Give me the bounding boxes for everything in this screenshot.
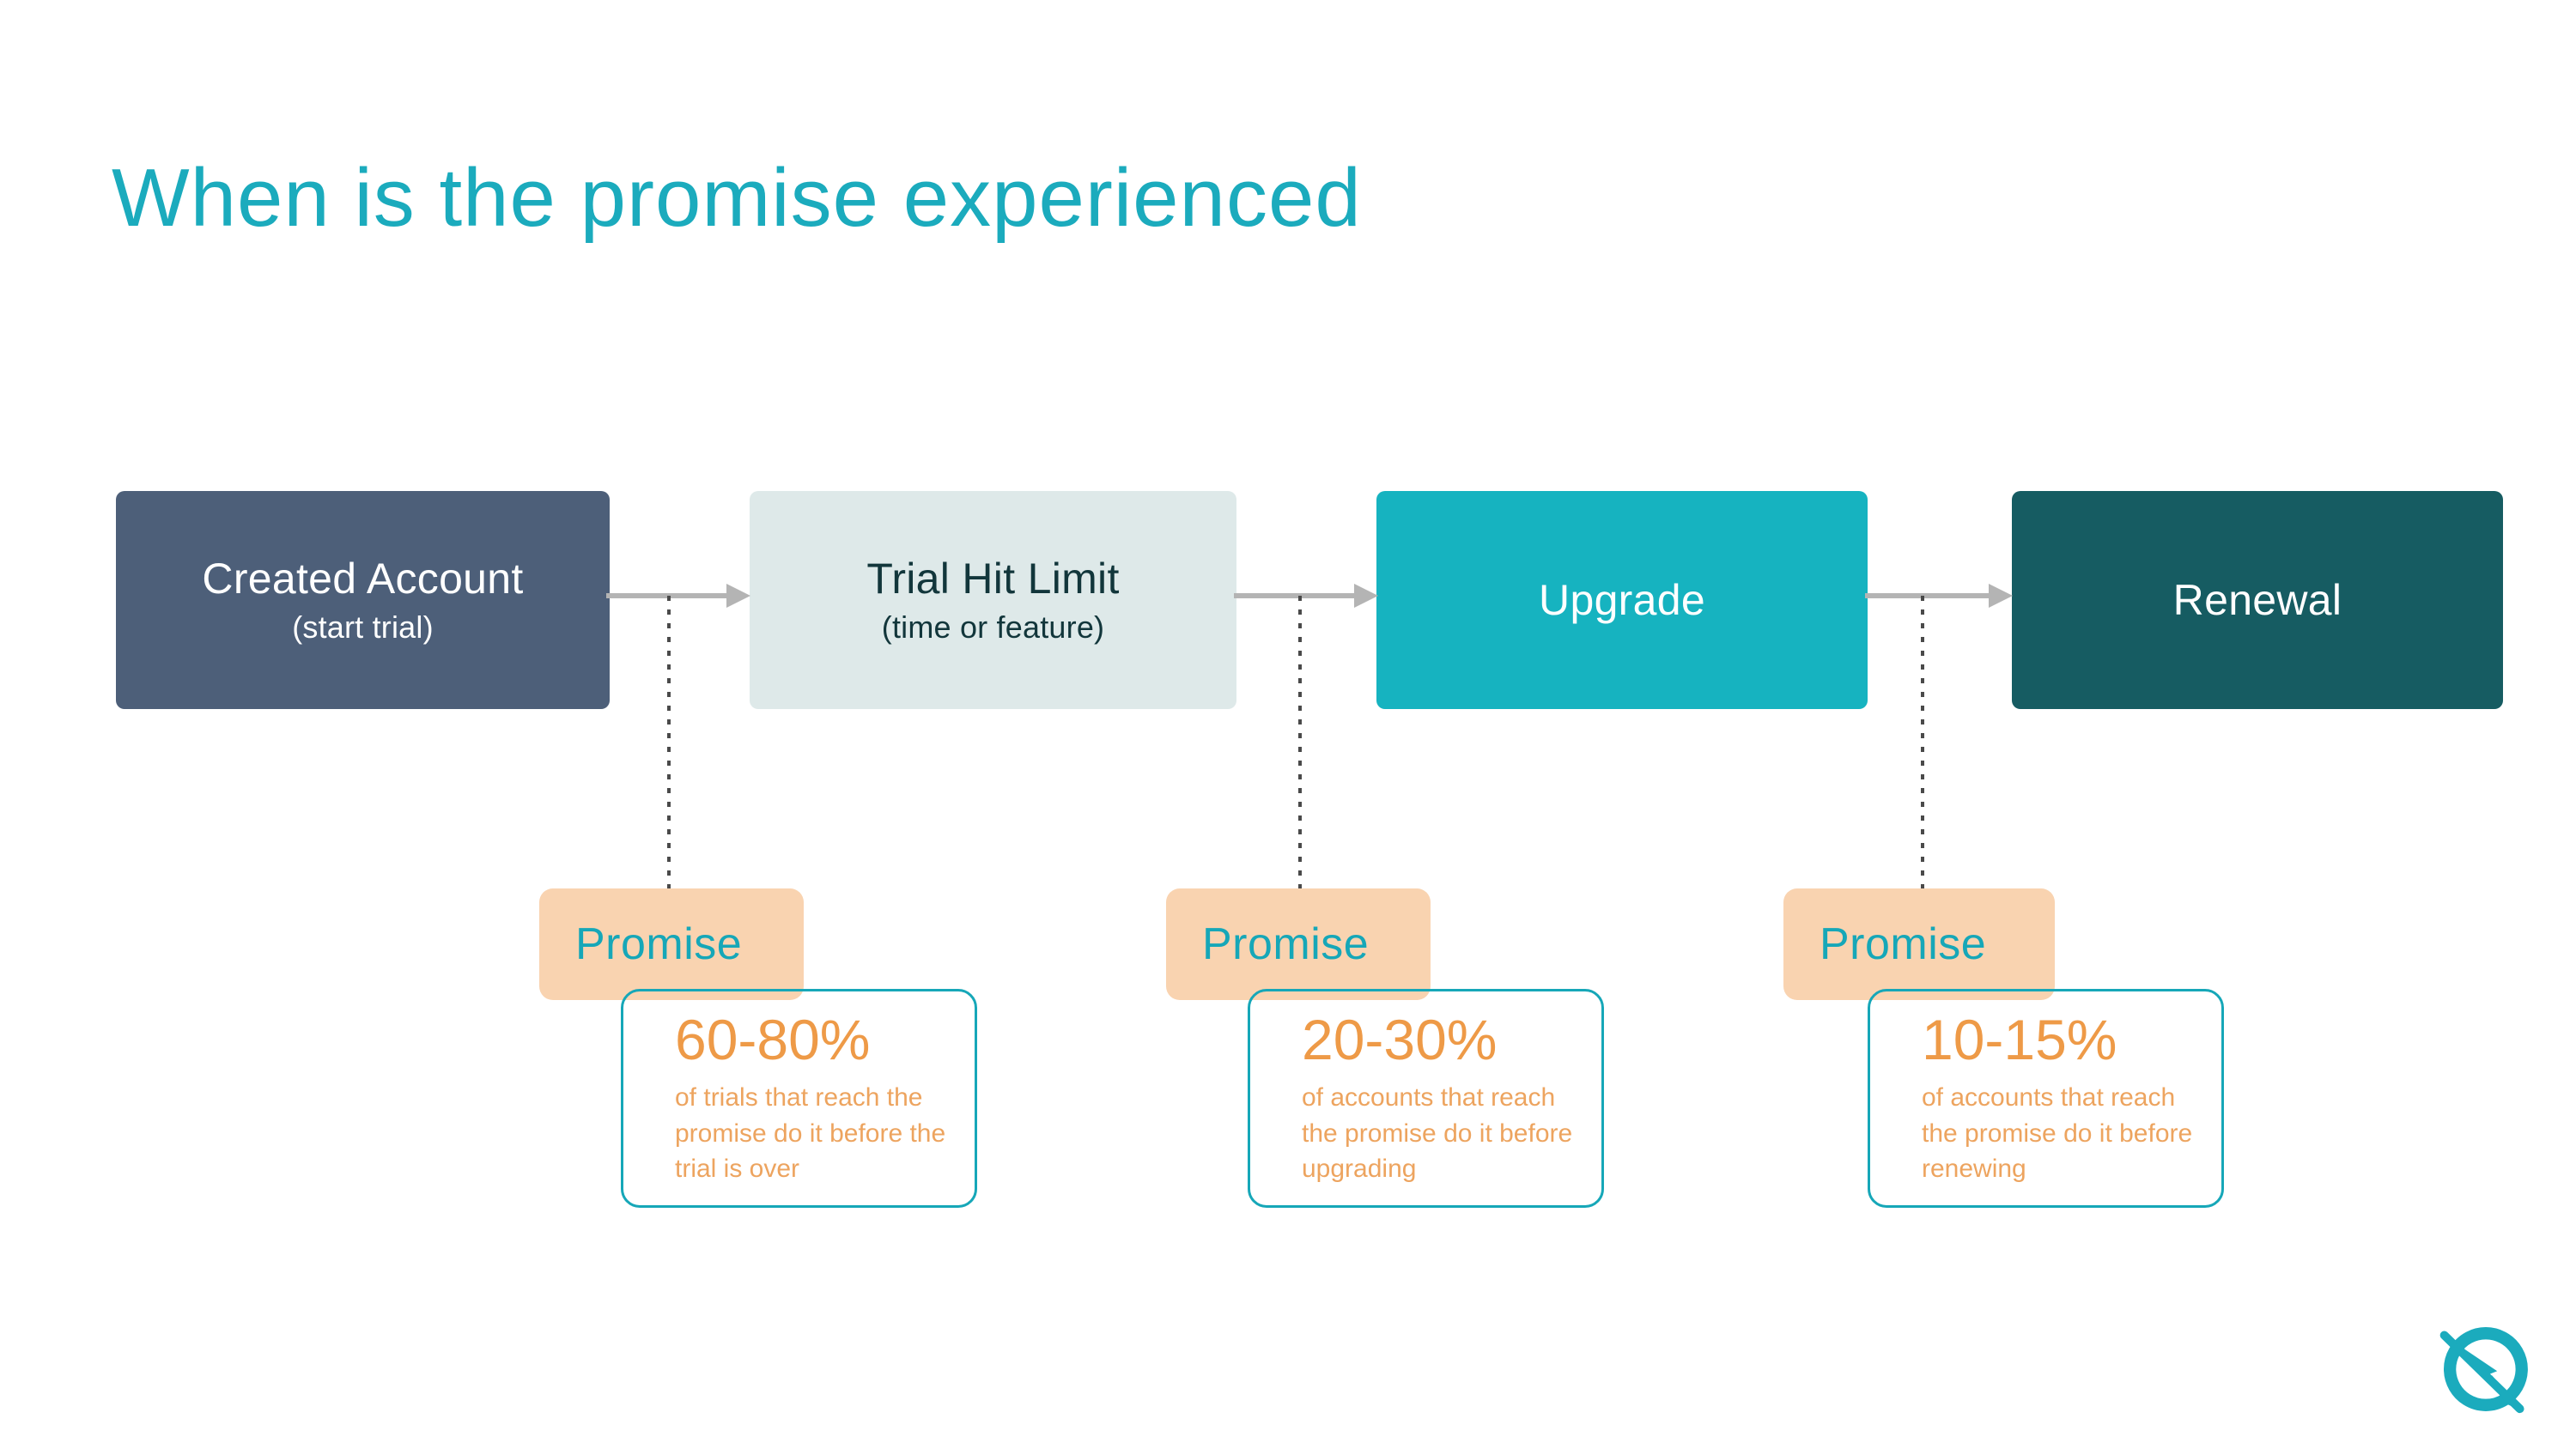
promise-badge: Promise	[539, 888, 804, 1000]
stat-card: 10-15% of accounts that reach the promis…	[1868, 989, 2224, 1208]
dotted-connector-line	[1921, 596, 1924, 896]
stage-label: Created Account	[202, 555, 524, 603]
stage-label: Upgrade	[1539, 575, 1705, 624]
arrow-shaft	[1865, 593, 1990, 598]
stat-value: 60-80%	[675, 1008, 871, 1071]
promise-badge: Promise	[1783, 888, 2055, 1000]
brand-logo-icon	[2439, 1322, 2533, 1416]
dotted-connector-line	[667, 596, 671, 896]
stat-card: 20-30% of accounts that reach the promis…	[1248, 989, 1604, 1208]
stat-description: of accounts that reach the promise do it…	[1922, 1083, 2193, 1184]
dotted-connector-line	[1298, 596, 1302, 896]
stat-value: 20-30%	[1302, 1008, 1498, 1071]
arrow-shaft	[1234, 593, 1356, 598]
stage-label: Renewal	[2172, 575, 2342, 624]
stage-sublabel: (start trial)	[292, 609, 434, 645]
stage-box-trial-hit-limit: Trial Hit Limit (time or feature)	[750, 491, 1236, 709]
arrow-right-icon	[1865, 584, 2013, 608]
page-title: When is the promise experienced	[112, 152, 1362, 244]
stage-sublabel: (time or feature)	[881, 609, 1105, 645]
arrow-head	[1354, 584, 1378, 608]
promise-badge-label: Promise	[1820, 919, 1987, 969]
stat-description: of trials that reach the promise do it b…	[675, 1083, 946, 1184]
arrow-right-icon	[606, 584, 750, 608]
stage-box-renewal: Renewal	[2012, 491, 2503, 709]
stat-description: of accounts that reach the promise do it…	[1302, 1083, 1573, 1184]
stage-label: Trial Hit Limit	[866, 555, 1120, 603]
promise-badge-label: Promise	[575, 919, 743, 969]
arrow-right-icon	[1234, 584, 1378, 608]
arrow-head	[1989, 584, 2013, 608]
stage-box-upgrade: Upgrade	[1376, 491, 1868, 709]
stat-card: 60-80% of trials that reach the promise …	[621, 989, 977, 1208]
stage-box-created-account: Created Account (start trial)	[116, 491, 610, 709]
arrow-head	[726, 584, 750, 608]
stat-value: 10-15%	[1922, 1008, 2117, 1071]
promise-badge-label: Promise	[1202, 919, 1370, 969]
promise-badge: Promise	[1166, 888, 1431, 1000]
